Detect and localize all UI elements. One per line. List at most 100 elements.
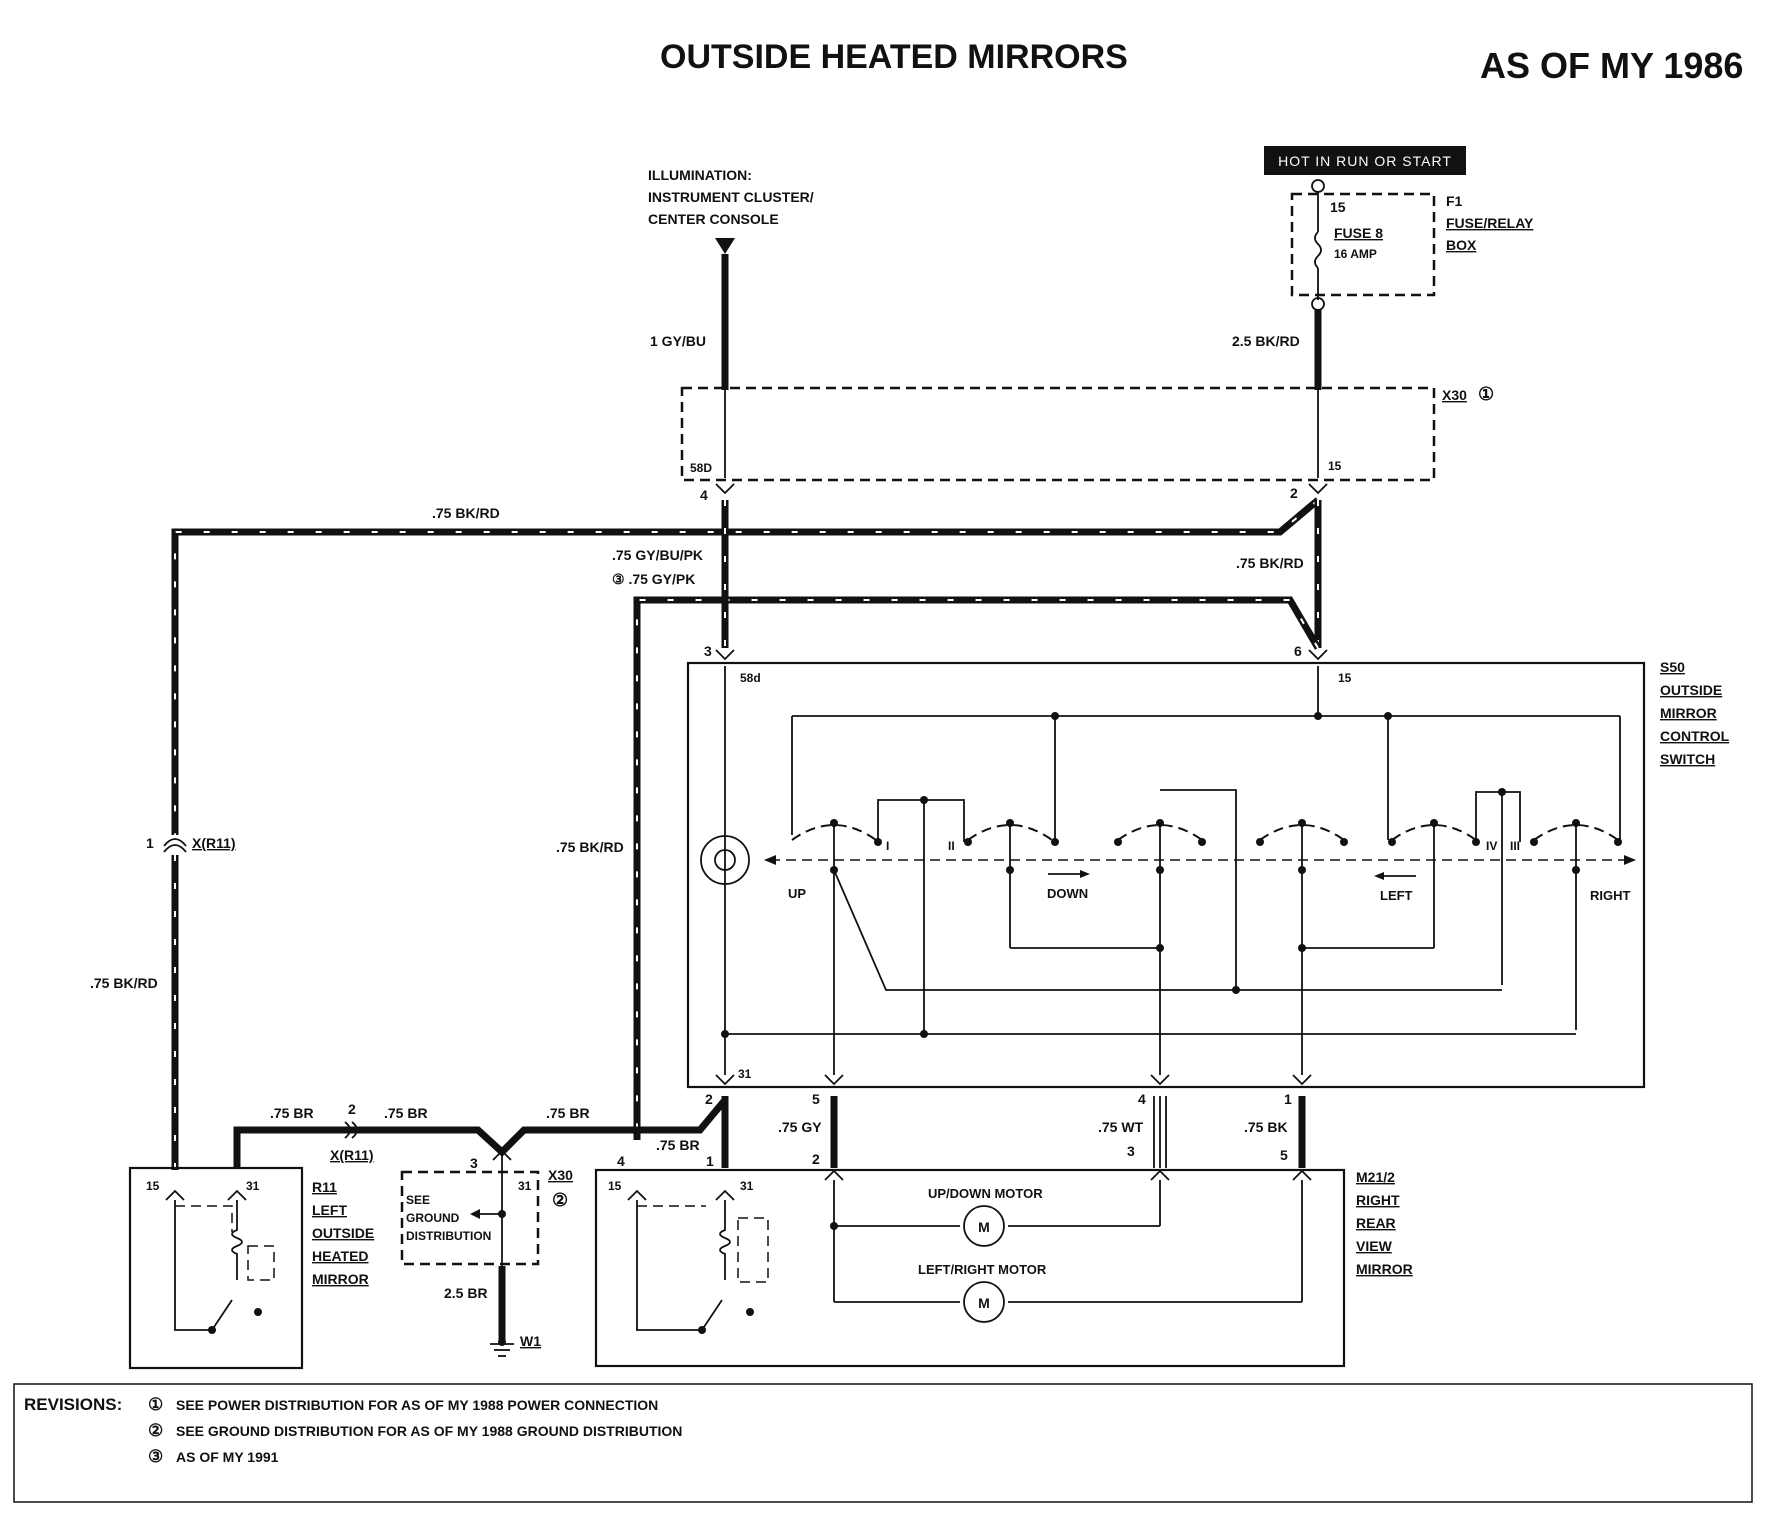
s50-pin-6: 6 [1294,643,1302,659]
fuse-box-name-2: BOX [1446,237,1477,253]
hot-label-badge [1264,146,1466,175]
wire-label-top-left: .75 BK/RD [432,505,500,521]
switch-pin-5: 5 [812,1091,820,1107]
switch-label-right: RIGHT [1590,888,1631,903]
ground-box-line-2: GROUND [406,1211,460,1225]
ground-x30-id: X30 [548,1167,573,1183]
s50-name-4: SWITCH [1660,751,1715,767]
updown-motor-label: UP/DOWN MOTOR [928,1186,1043,1201]
ground-pin-31: 31 [518,1179,532,1193]
ground-id-w1: W1 [520,1333,541,1349]
m21-term-15: 15 [608,1179,622,1193]
switch-pos-3: III [1510,839,1520,853]
x30-pin-58d: 58D [690,461,712,475]
fuse-relay-box [1290,192,1436,297]
m21-heater-icon [719,1200,731,1280]
x-r11-top-connector-icon [163,838,187,847]
illumination-arrow-icon [715,238,735,254]
switch-pos-1: I [886,839,889,853]
switch-pin-4: 4 [1138,1091,1146,1107]
fuse-box-name-1: FUSE/RELAY [1446,215,1534,231]
leftright-motor-label: LEFT/RIGHT MOTOR [918,1262,1047,1277]
m21-pin-4: 4 [617,1153,625,1169]
x30-pin-15: 15 [1328,459,1342,473]
wire-label-wt: .75 WT [1098,1119,1144,1135]
m21-name-2: REAR [1356,1215,1396,1231]
fuse-box-id: F1 [1446,193,1463,209]
ground-arrow-icon [470,1209,480,1219]
wire-label-br-3: .75 BR [546,1105,590,1121]
r11-left-mirror-box [128,1166,304,1370]
x-r11-bottom-connector-icon [344,1121,351,1139]
r11-name-2: OUTSIDE [312,1225,374,1241]
wire-br-harness [233,1126,620,1168]
switch-label-down: DOWN [1047,886,1088,901]
x30-top-id: X30 [1442,387,1467,403]
wire-bkrd-inner [633,596,1322,1140]
diagram-title: OUTSIDE HEATED MIRRORS [660,38,1128,76]
ground-box-line-3: DISTRIBUTION [406,1229,491,1243]
ground-distribution-box [400,1170,540,1266]
hot-label: HOT IN RUN OR START [1278,153,1452,169]
wire-label-gybupk: .75 GY/BU/PK [612,547,703,563]
wire-label-power: 2.5 BK/RD [1232,333,1300,349]
wire-label-inner-vertical: .75 BK/RD [556,839,624,855]
r11-name-3: HEATED [312,1248,369,1264]
ground-x30-note: ② [552,1190,568,1210]
fuse-terminal-top [1311,179,1325,193]
switch-pin-2: 2 [705,1091,713,1107]
m21-right-mirror-box [594,1168,1346,1368]
s50-term-58d: 58d [740,671,761,685]
wire-bkrd-left [171,497,1321,835]
illumination-line-2: INSTRUMENT CLUSTER/ [648,189,814,205]
m21-term-31: 31 [740,1179,754,1193]
s50-term-15: 15 [1338,671,1352,685]
revision-3-text: AS OF MY 1991 [176,1449,279,1465]
switch-pos-4: IV [1486,839,1497,853]
wire-label-gypk: ③ .75 GY/PK [612,571,695,587]
wire-label-br-2: .75 BR [384,1105,428,1121]
s50-id: S50 [1660,659,1685,675]
revisions-box [13,1383,1753,1503]
switch-pin-1: 1 [1284,1091,1292,1107]
switch-label-left: LEFT [1380,888,1413,903]
fuse-name: FUSE 8 [1334,225,1383,241]
r11-term-15: 15 [146,1179,160,1193]
model-year-label: AS OF MY 1986 [1480,45,1743,86]
wire-label-illumination: 1 GY/BU [650,333,706,349]
s50-switch-box [686,661,1646,1089]
r11-heater-icon [231,1200,243,1280]
r11-name-1: LEFT [312,1202,347,1218]
revisions-label: REVISIONS: [24,1395,122,1414]
revision-1-text: SEE POWER DISTRIBUTION FOR AS OF MY 1988… [176,1397,658,1413]
m21-pin-3: 3 [1127,1143,1135,1159]
m21-name-3: VIEW [1356,1238,1393,1254]
updown-motor-symbol: M [978,1219,990,1235]
revision-2-mark: ② [148,1421,163,1440]
wire-label-gy: .75 GY [778,1119,822,1135]
revision-3-mark: ③ [148,1447,163,1466]
x30-top-connector [680,386,1436,482]
switch-pos-2: II [948,839,955,853]
m21-name-4: MIRROR [1356,1261,1413,1277]
illumination-line-3: CENTER CONSOLE [648,211,779,227]
illumination-lamp-icon [700,835,750,885]
wire-label-right-bkrd: .75 BK/RD [1236,555,1304,571]
wire-label-br-4: .75 BR [656,1137,700,1153]
fuse-icon [1314,231,1322,269]
s50-name-3: CONTROL [1660,728,1730,744]
wire-label-ground: 2.5 BR [444,1285,488,1301]
x-r11-bottom-pin: 2 [348,1101,356,1117]
conn-2-icon [1308,483,1328,495]
s50-term-31: 31 [738,1067,752,1081]
x30-top-note: ① [1478,384,1494,404]
m21-name-1: RIGHT [1356,1192,1400,1208]
ground-pin-3: 3 [470,1155,478,1171]
revision-1-mark: ① [148,1395,163,1414]
m21-id: M21/2 [1356,1169,1395,1185]
x30-conn-4: 4 [700,487,708,503]
m21-pin-1: 1 [706,1153,714,1169]
x30-conn-2: 2 [1290,485,1298,501]
updown-motor-icon [963,1205,1005,1247]
